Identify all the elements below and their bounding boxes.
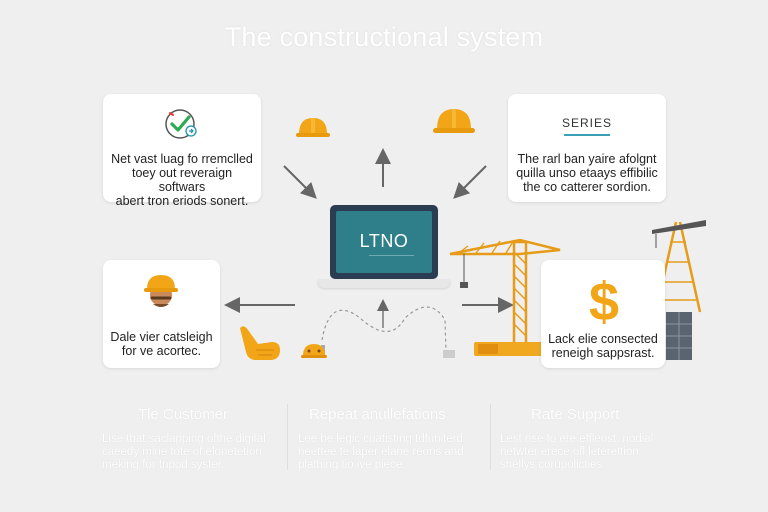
card-top-left: Net vast luag fo rremclled toey out reve… <box>103 94 261 208</box>
series-underline <box>564 134 610 136</box>
card-mid-left: Dale vier catsleigh for ve acortec. <box>103 260 220 368</box>
column-divider-2 <box>490 404 491 470</box>
column-heading-customer: Tle Customer <box>138 406 229 423</box>
card-top-right: SERIES The rarl ban yaire afolgnt quilla… <box>508 94 666 202</box>
page-title: The constructional system <box>224 22 544 52</box>
series-heading: SERIES <box>561 116 612 130</box>
column-heading-support: Rate Support <box>531 406 620 423</box>
dollar-sign-icon: $ <box>589 272 619 332</box>
arrow-top-left <box>283 165 317 199</box>
card-top-left-text: Net vast luag fo rremclled toey out reve… <box>111 152 253 208</box>
checkmark-badge-icon <box>165 109 197 139</box>
crane-icon <box>449 238 561 356</box>
column-text-repeat: Lee be legic cuatisting tdfuniterd neett… <box>298 433 464 471</box>
column-divider-1 <box>287 404 288 470</box>
laptop-display: LTNO ————————— <box>336 211 432 273</box>
column-text-support: Lest rise to ere effleost, nodial netwte… <box>500 433 654 471</box>
laptop-subtext: ————————— <box>369 253 414 259</box>
hard-hat-icon <box>296 118 330 137</box>
column-heading-repeat: Repeat anullefations <box>309 406 446 423</box>
small-hard-hat-icon <box>301 344 327 358</box>
dashed-curve <box>321 306 447 353</box>
construction-worker-icon <box>144 275 178 307</box>
card-mid-left-text: Dale vier catsleigh for ve acortec. <box>110 330 213 358</box>
svg-text:$: $ <box>589 272 619 332</box>
card-top-right-text: The rarl ban yaire afolgnt quilla unso e… <box>516 152 658 194</box>
laptop-logo: LTNO <box>359 231 409 251</box>
laptop-base <box>318 279 450 288</box>
card-mid-right-text: Lack elie consected reneigh sappsrast. <box>548 332 658 360</box>
pointing-hand-icon <box>240 326 280 360</box>
laptop-screen: LTNO ————————— <box>330 205 438 279</box>
column-text-customer: Lise that saclapping ofthe digital caeed… <box>102 433 266 471</box>
arrow-top-right <box>453 165 487 199</box>
hard-hat-icon-large <box>433 109 475 133</box>
card-mid-right: $ Lack elie consected reneigh sappsrast. <box>541 260 665 368</box>
